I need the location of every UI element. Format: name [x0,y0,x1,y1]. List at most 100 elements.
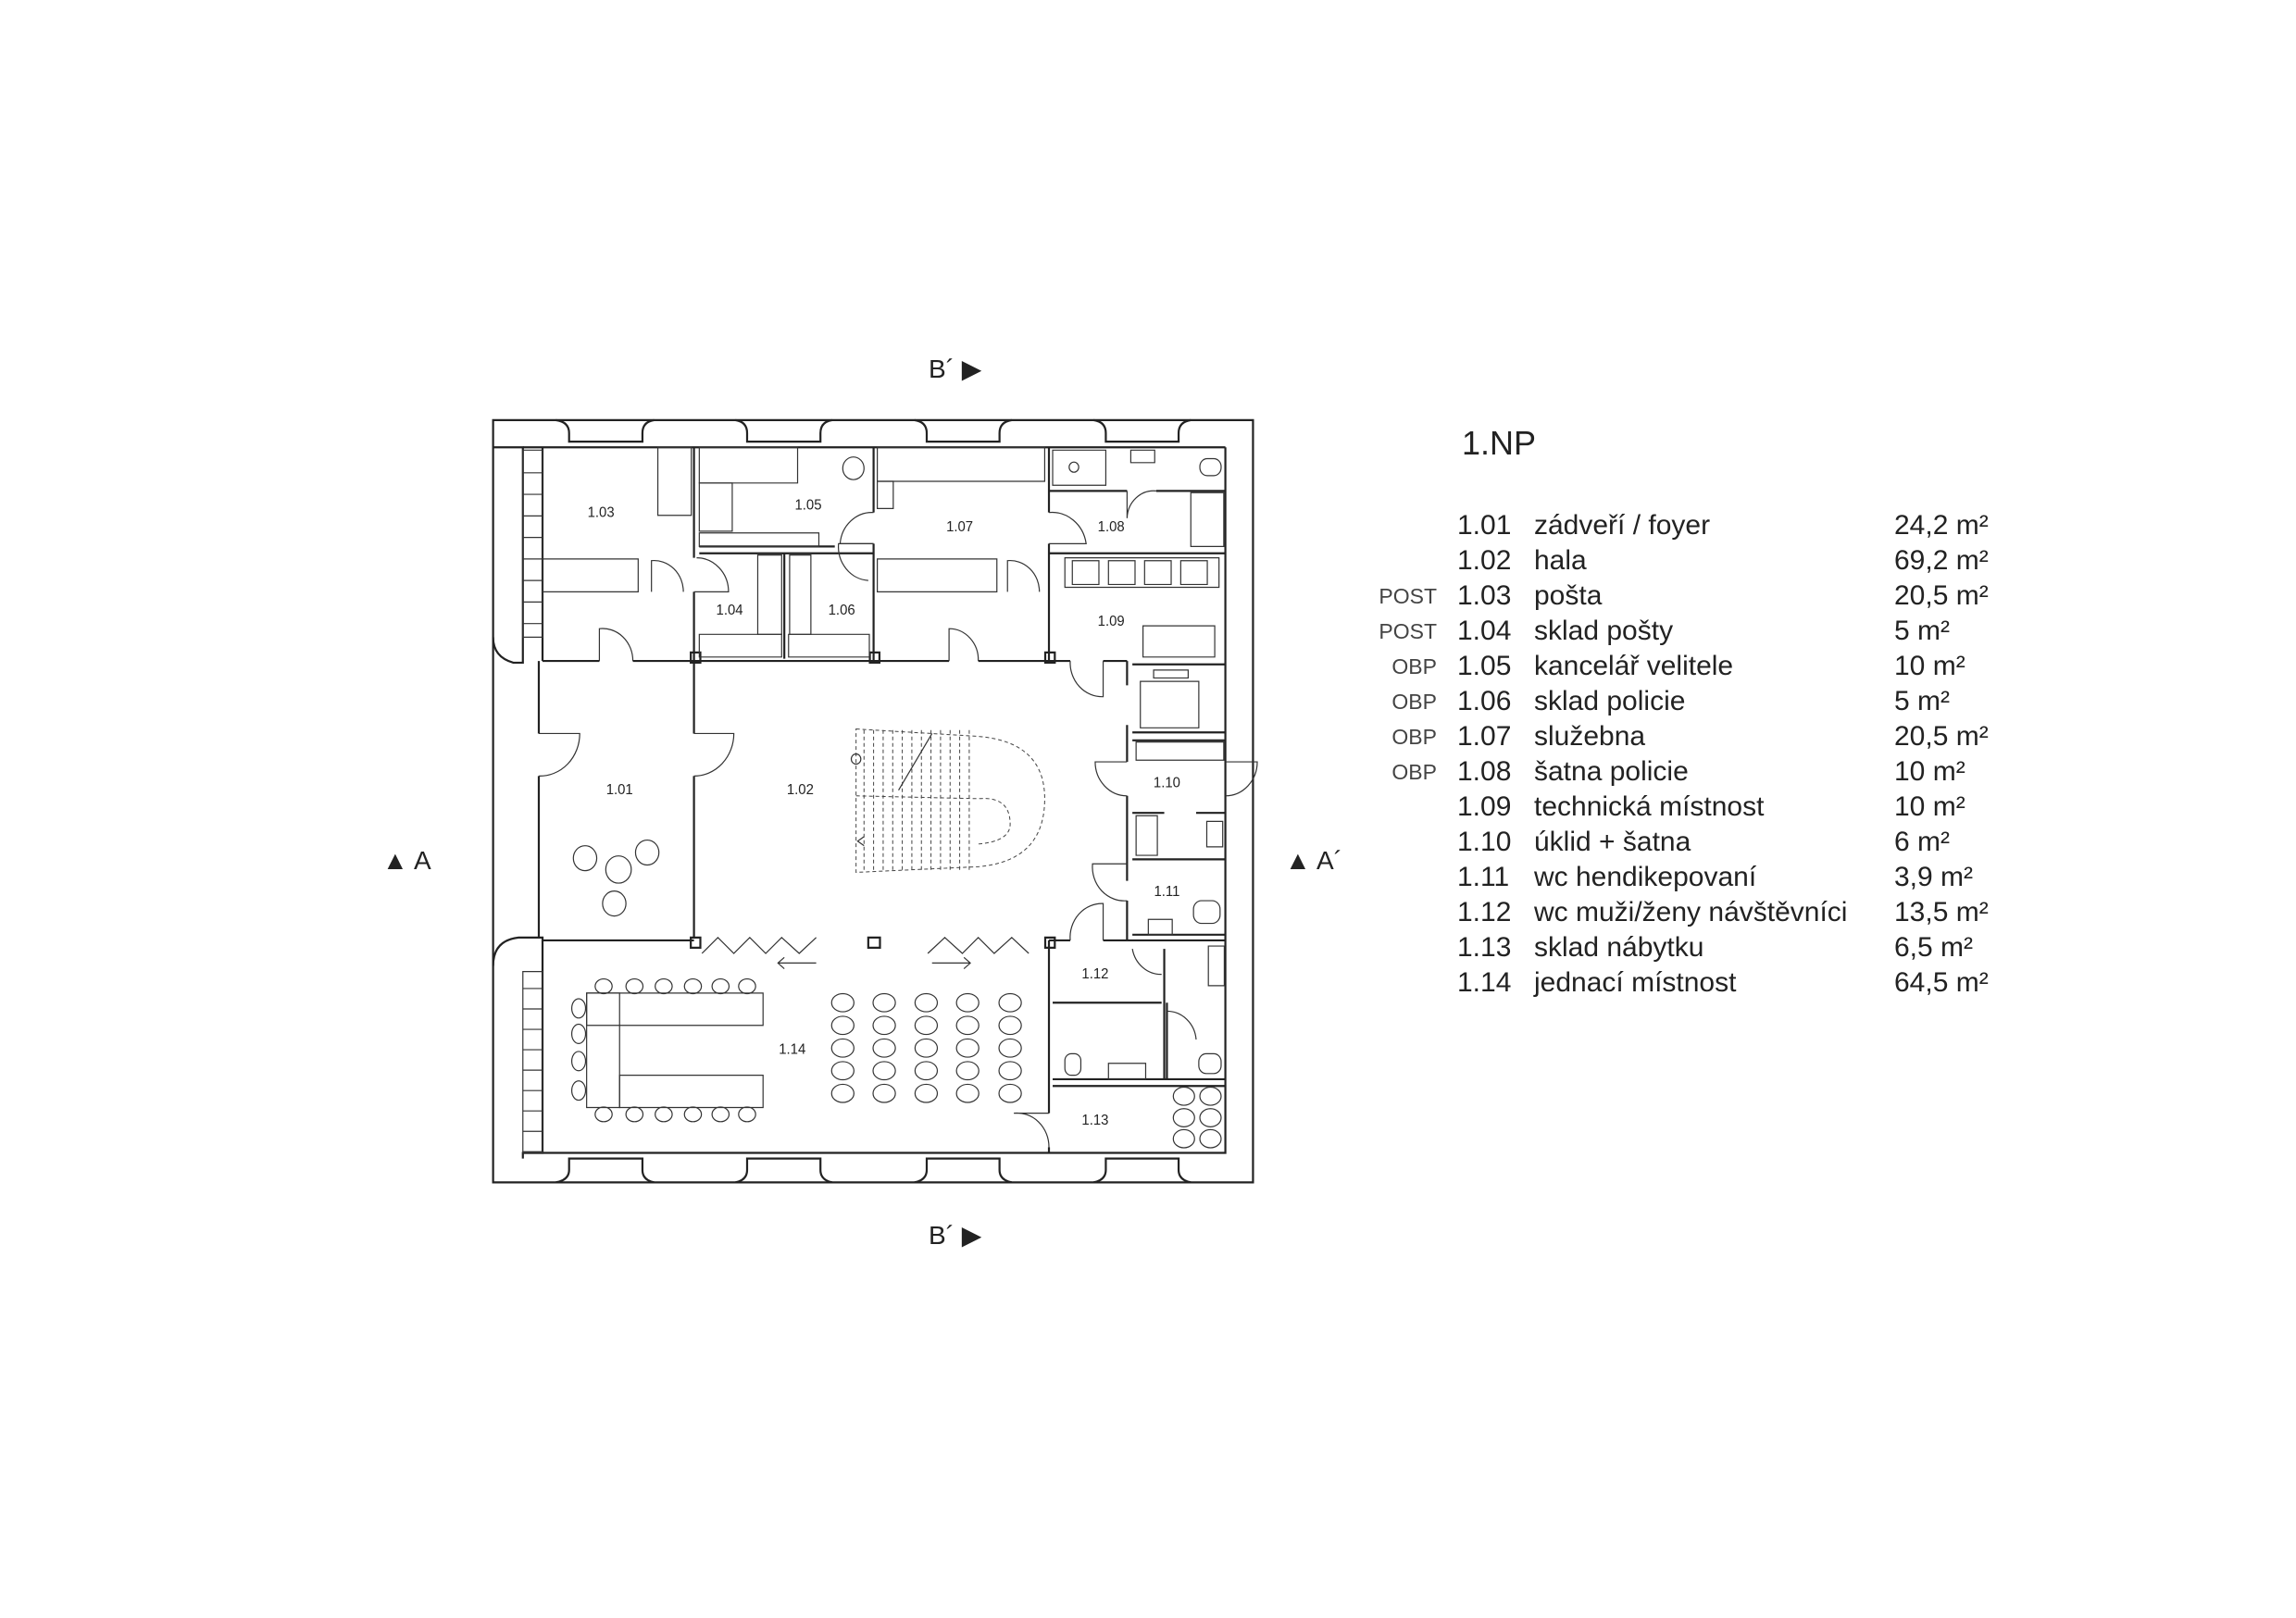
room-number: 1.09 [1457,791,1512,822]
chair [626,979,643,994]
chair [831,1016,854,1035]
room-tag: OBP [1391,654,1437,678]
room-area: 6,5 m² [1894,932,1974,963]
room-number: 1.11 [1457,862,1510,892]
room-area: 20,5 m² [1894,580,1989,611]
chair [572,999,586,1018]
shelving [523,450,1224,1152]
room-area: 69,2 m² [1894,545,1989,576]
room-number: 1.06 [1457,686,1512,716]
room-number: 1.08 [1457,756,1512,787]
chair [684,979,701,994]
chair [831,1039,854,1057]
plan-room-label: 1.09 [1098,614,1125,630]
chair [655,979,672,994]
interior-walls [539,447,1226,1152]
floor-title: 1.NP [1462,424,1537,462]
room-area: 10 m² [1894,756,1965,787]
room-tag: OBP [1391,760,1437,784]
chair [1173,1109,1194,1127]
chair [956,1062,979,1080]
plan-room-label: 1.11 [1154,884,1179,901]
room-number: 1.14 [1457,967,1512,998]
plan-room-label: 1.12 [1081,966,1108,983]
chair [956,1016,979,1035]
chair [999,1039,1021,1057]
room-name: wc muži/ženy návštěvníci [1534,897,1848,927]
section-marker-left: ▲ A [382,846,431,875]
room-number: 1.13 [1457,932,1512,963]
section-marker-bottom: B´ ▶ [929,1221,982,1250]
room-number: 1.05 [1457,651,1512,681]
chair [739,979,755,994]
chair [956,1084,979,1102]
chair [595,979,612,994]
room-area: 64,5 m² [1894,967,1989,998]
chair [831,993,854,1012]
room-number: 1.03 [1457,580,1512,611]
technical-unit [1180,561,1207,585]
room-number: 1.12 [1457,897,1512,927]
plan-room-label: 1.01 [606,782,633,799]
chair [915,1039,937,1057]
technical-unit [1108,561,1135,585]
chair [915,1084,937,1102]
chair [999,1062,1021,1080]
chair [572,1025,586,1044]
room-name: úklid + šatna [1534,827,1691,857]
plan-room-label: 1.13 [1081,1112,1108,1128]
room-name: kancelář velitele [1534,651,1734,681]
sliding-partition [702,938,1029,969]
chair [999,1084,1021,1102]
chair [873,993,895,1012]
chair [873,1084,895,1102]
chair [595,1107,612,1122]
chair [873,1062,895,1080]
chair [655,1107,672,1122]
room-number: 1.10 [1457,827,1512,857]
room-number: 1.07 [1457,721,1512,752]
room-name: sklad pošty [1534,616,1674,646]
room-name: technická místnost [1534,791,1765,822]
room-area: 24,2 m² [1894,510,1989,541]
chair [873,1016,895,1035]
plan-room-label: 1.07 [946,518,973,535]
chair [956,993,979,1012]
plan-room-label: 1.14 [779,1041,805,1058]
chair [1200,1129,1221,1148]
chair [831,1084,854,1102]
room-area: 6 m² [1894,827,1950,857]
room-number: 1.01 [1457,510,1512,541]
technical-unit [1144,561,1171,585]
room-tag: OBP [1391,725,1437,749]
plan-room-label: 1.06 [829,602,855,618]
room-area: 5 m² [1894,616,1950,646]
chair [1173,1129,1194,1148]
plan-room-label: 1.10 [1154,775,1180,791]
chair [1200,1087,1221,1105]
room-name: wc hendikepovaní [1534,862,1757,892]
section-marker-top: B´ ▶ [929,355,982,383]
room-area: 3,9 m² [1894,862,1974,892]
room-number: 1.02 [1457,545,1512,576]
room-area: 13,5 m² [1894,897,1989,927]
chair [915,1062,937,1080]
plan-room-label: 1.08 [1098,518,1125,535]
room-area: 20,5 m² [1894,721,1989,752]
room-name: jednací místnost [1534,967,1737,998]
room-name: sklad nábytku [1534,932,1704,963]
chair [915,1016,937,1035]
room-name: sklad policie [1534,686,1686,716]
room-name: šatna policie [1534,756,1689,787]
plan-room-label: 1.04 [717,602,743,618]
chair [1173,1087,1194,1105]
chair [873,1039,895,1057]
plan-room-label: 1.05 [794,497,821,514]
chair [999,993,1021,1012]
chair [739,1107,755,1122]
chair [1200,1109,1221,1127]
chair [915,993,937,1012]
chair [572,1081,586,1101]
